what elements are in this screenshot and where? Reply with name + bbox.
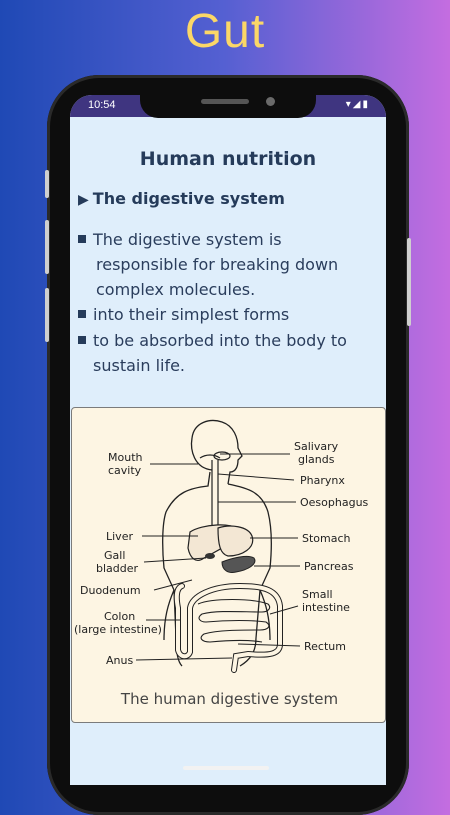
stomach-shape	[217, 525, 254, 557]
colon-shape	[173, 582, 283, 673]
speaker-grille	[201, 99, 249, 104]
label-duodenum: Duodenum	[80, 584, 141, 597]
pancreas-shape	[221, 555, 256, 573]
leader-lines	[135, 453, 301, 661]
label-oesophagus: Oesophagus	[300, 496, 369, 509]
phone-power-button	[407, 238, 411, 326]
front-camera	[266, 97, 275, 106]
paragraph-line: sustain life.	[93, 353, 386, 378]
app-screen: 10:54 ▾◢▮ Human nutrition ▶The digestive…	[70, 95, 386, 785]
paragraph-text: complex molecules.	[96, 280, 256, 299]
paragraph-line: into their simplest forms	[78, 302, 374, 327]
paragraph-text: into their simplest forms	[93, 305, 290, 324]
oesophagus-shape	[199, 451, 231, 528]
paragraph-line: to be absorbed into the body to	[78, 328, 374, 353]
paragraph-line: responsible for breaking down	[96, 252, 386, 277]
label-pharynx: Pharynx	[300, 474, 345, 487]
phone-side-button-volume-down	[45, 220, 49, 274]
label-pancreas: Pancreas	[304, 560, 354, 573]
phone-side-button-volume-up	[45, 170, 49, 198]
paragraph-text: sustain life.	[93, 356, 186, 375]
label-liver: Liver	[106, 530, 133, 543]
label-anus: Anus	[106, 654, 133, 667]
gall-bladder-shape	[205, 553, 215, 559]
section-heading: ▶The digestive system	[78, 189, 285, 208]
phone-side-button-extra	[45, 288, 49, 342]
label-colon: Colon(large intestine)	[74, 610, 162, 636]
lesson-content[interactable]: Human nutrition ▶The digestive system Th…	[70, 117, 386, 785]
paragraph-text: responsible for breaking down	[96, 255, 339, 274]
square-bullet-icon	[78, 310, 86, 318]
status-icons: ▾◢▮	[345, 99, 370, 110]
promo-title: Gut	[184, 5, 266, 58]
paragraph-line: The digestive system is	[78, 227, 374, 252]
small-intestine-shape	[197, 599, 271, 643]
label-rectum: Rectum	[304, 640, 346, 653]
play-arrow-icon: ▶	[78, 192, 89, 208]
square-bullet-icon	[78, 235, 86, 243]
section-heading-text: The digestive system	[92, 189, 285, 208]
square-bullet-icon	[78, 336, 86, 344]
paragraph-text: to be absorbed into the body to	[93, 331, 347, 350]
paragraph-text: The digestive system is	[93, 230, 282, 249]
status-time: 10:54	[88, 99, 116, 111]
page-title: Human nutrition	[139, 148, 317, 170]
home-indicator-bar[interactable]	[183, 766, 269, 770]
phone-notch	[140, 88, 316, 118]
figure-caption: The human digestive system	[120, 690, 339, 708]
label-stomach: Stomach	[302, 532, 351, 545]
paragraph-line: complex molecules.	[96, 277, 386, 302]
